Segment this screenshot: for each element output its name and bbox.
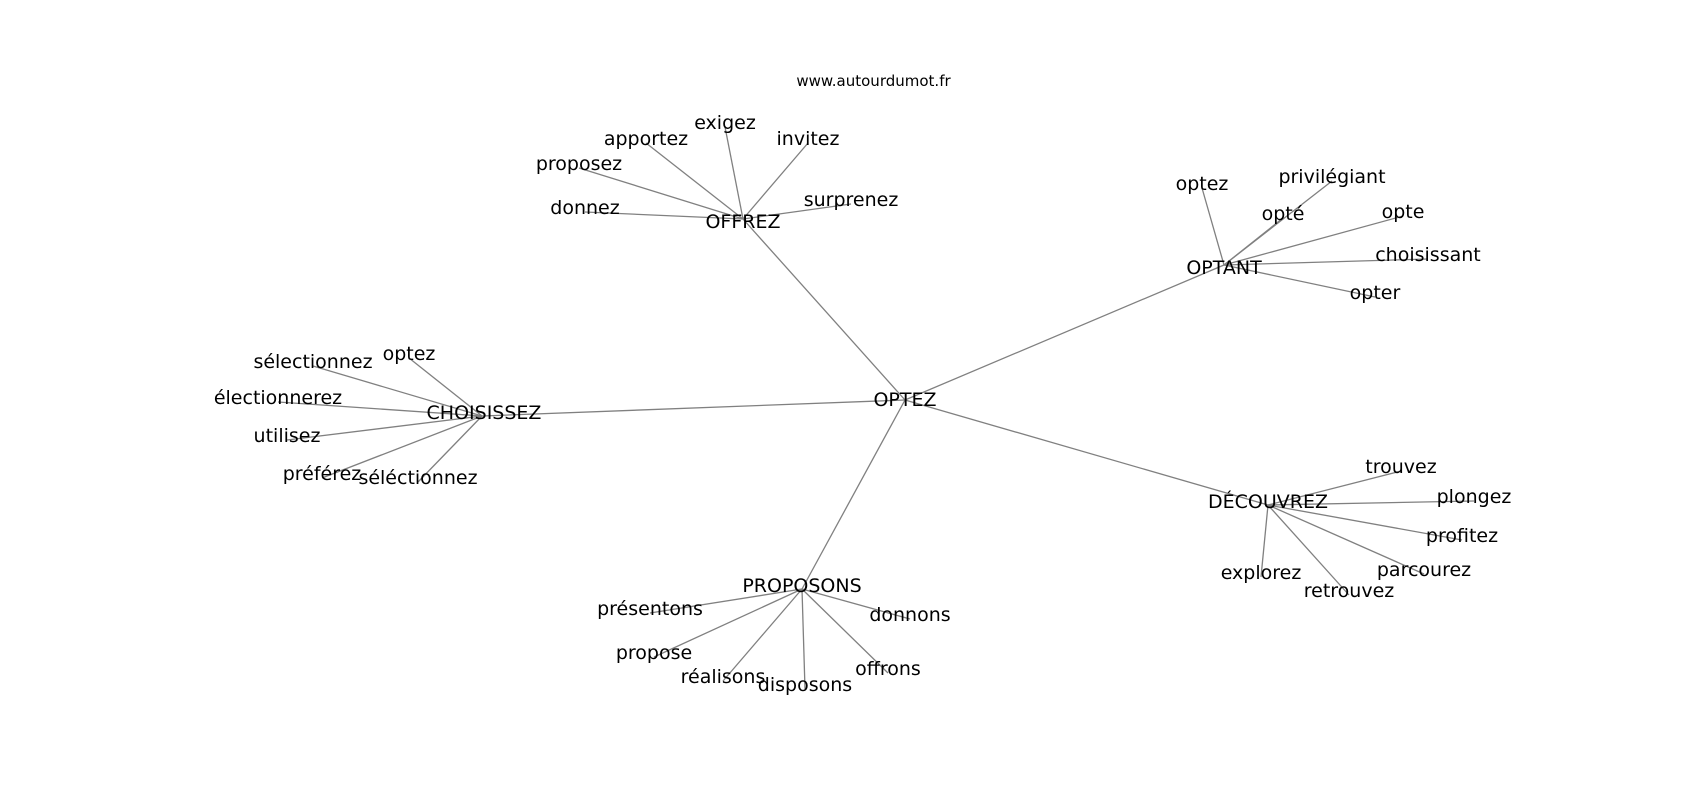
edge-decouvrez-parcourez bbox=[1267, 504, 1425, 575]
leaf-node-presentons: présentons bbox=[597, 598, 703, 620]
center-node-label: OPTEZ bbox=[873, 389, 936, 411]
edge-offrez-exigez bbox=[724, 126, 744, 220]
leaf-node-parcourez: parcourez bbox=[1377, 559, 1471, 581]
edge-decouvrez-explorez bbox=[1260, 504, 1269, 578]
leaf-node-opter: opter bbox=[1350, 282, 1401, 304]
leaf-node-disposons: disposons bbox=[758, 674, 852, 696]
edge-decouvrez-retrouvez bbox=[1267, 504, 1350, 596]
edge-optez-choisissez bbox=[481, 399, 906, 417]
edge-choisissez-optez bbox=[408, 357, 483, 417]
leaf-node-donnons: donnons bbox=[869, 604, 950, 626]
leaf-node-privilegiant: privilégiant bbox=[1278, 166, 1385, 188]
edge-offrez-apportez bbox=[645, 142, 744, 220]
leaf-node-optez: optez bbox=[383, 343, 436, 365]
edge-proposons-realisons bbox=[722, 588, 803, 682]
edge-optez-decouvrez bbox=[904, 399, 1269, 506]
edge-proposons-presentons bbox=[649, 588, 803, 614]
leaf-node-realisons: réalisons bbox=[681, 666, 766, 688]
leaf-node-profitez: profitez bbox=[1426, 525, 1498, 547]
leaf-node-optez: optez bbox=[1176, 173, 1229, 195]
edge-optant-opte bbox=[1223, 215, 1404, 266]
edge-optez-optant bbox=[904, 264, 1225, 401]
edge-decouvrez-profitez bbox=[1267, 504, 1463, 541]
edge-proposons-offrons bbox=[801, 588, 889, 674]
edge-choisissez-electionnerez bbox=[277, 401, 483, 417]
leaf-node-trouvez: trouvez bbox=[1365, 456, 1436, 478]
edge-optez-offrez bbox=[742, 218, 906, 401]
leaf-node-plongez: plongez bbox=[1437, 486, 1512, 508]
graph-edges bbox=[277, 126, 1475, 690]
hub-node-offrez: OFFREZ bbox=[705, 211, 780, 233]
edge-offrez-donnez bbox=[584, 211, 744, 220]
leaf-node-offrons: offrons bbox=[855, 658, 921, 680]
hub-node-choisissez: CHOISISSEZ bbox=[427, 402, 542, 424]
hub-node-optant: OPTANT bbox=[1186, 257, 1262, 279]
edge-offrez-proposez bbox=[578, 167, 744, 220]
hub-node-decouvrez: DÉCOUVREZ bbox=[1208, 490, 1328, 513]
edge-choisissez-selectionnez bbox=[417, 415, 483, 483]
leaf-node-explorez: explorez bbox=[1221, 562, 1302, 584]
edge-optant-optez bbox=[1201, 187, 1225, 266]
leaf-node-utilisez: utilisez bbox=[254, 425, 321, 447]
edge-proposons-disposons bbox=[801, 588, 806, 690]
hub-node-proposons: PROPOSONS bbox=[742, 575, 861, 597]
leaf-node-opte: opté bbox=[1262, 203, 1305, 225]
leaf-node-proposez: proposez bbox=[536, 153, 622, 175]
edge-offrez-invitez bbox=[742, 142, 809, 220]
edge-proposons-propose bbox=[653, 588, 803, 658]
edge-choisissez-selectionnez bbox=[312, 365, 483, 417]
leaf-node-choisissant: choisissant bbox=[1375, 244, 1481, 266]
leaf-node-selectionnez: sélectionnez bbox=[253, 351, 372, 373]
edge-optant-opte bbox=[1223, 217, 1284, 266]
edge-decouvrez-plongez bbox=[1267, 500, 1475, 506]
leaf-node-opte: opte bbox=[1382, 201, 1425, 223]
leaf-node-exigez: exigez bbox=[694, 112, 756, 134]
leaf-node-retrouvez: retrouvez bbox=[1304, 580, 1395, 602]
leaf-node-apportez: apportez bbox=[604, 128, 688, 150]
edge-choisissez-utilisez bbox=[286, 415, 483, 441]
edge-proposons-donnons bbox=[801, 588, 911, 620]
edge-optez-proposons bbox=[801, 399, 906, 590]
leaf-node-electionnerez: électionnerez bbox=[214, 387, 342, 409]
leaf-node-preferez: préférez bbox=[283, 463, 362, 485]
leaf-node-selectionnez: séléctionnez bbox=[358, 467, 477, 489]
leaf-node-donnez: donnez bbox=[550, 197, 619, 219]
edge-decouvrez-trouvez bbox=[1267, 470, 1402, 506]
leaf-node-invitez: invitez bbox=[777, 128, 840, 150]
leaf-node-surprenez: surprenez bbox=[804, 189, 899, 211]
edge-offrez-surprenez bbox=[742, 203, 852, 220]
graph-nodes: OPTEZ OFFREZ donnez proposez apportez exigezi… bbox=[214, 112, 1512, 696]
edge-optant-choisissant bbox=[1223, 258, 1429, 266]
leaf-node-propose: propose bbox=[616, 642, 692, 664]
edge-optant-opter bbox=[1223, 264, 1376, 298]
edge-choisissez-preferez bbox=[321, 415, 483, 479]
source-credit: www.autourdumot.fr bbox=[796, 72, 951, 90]
